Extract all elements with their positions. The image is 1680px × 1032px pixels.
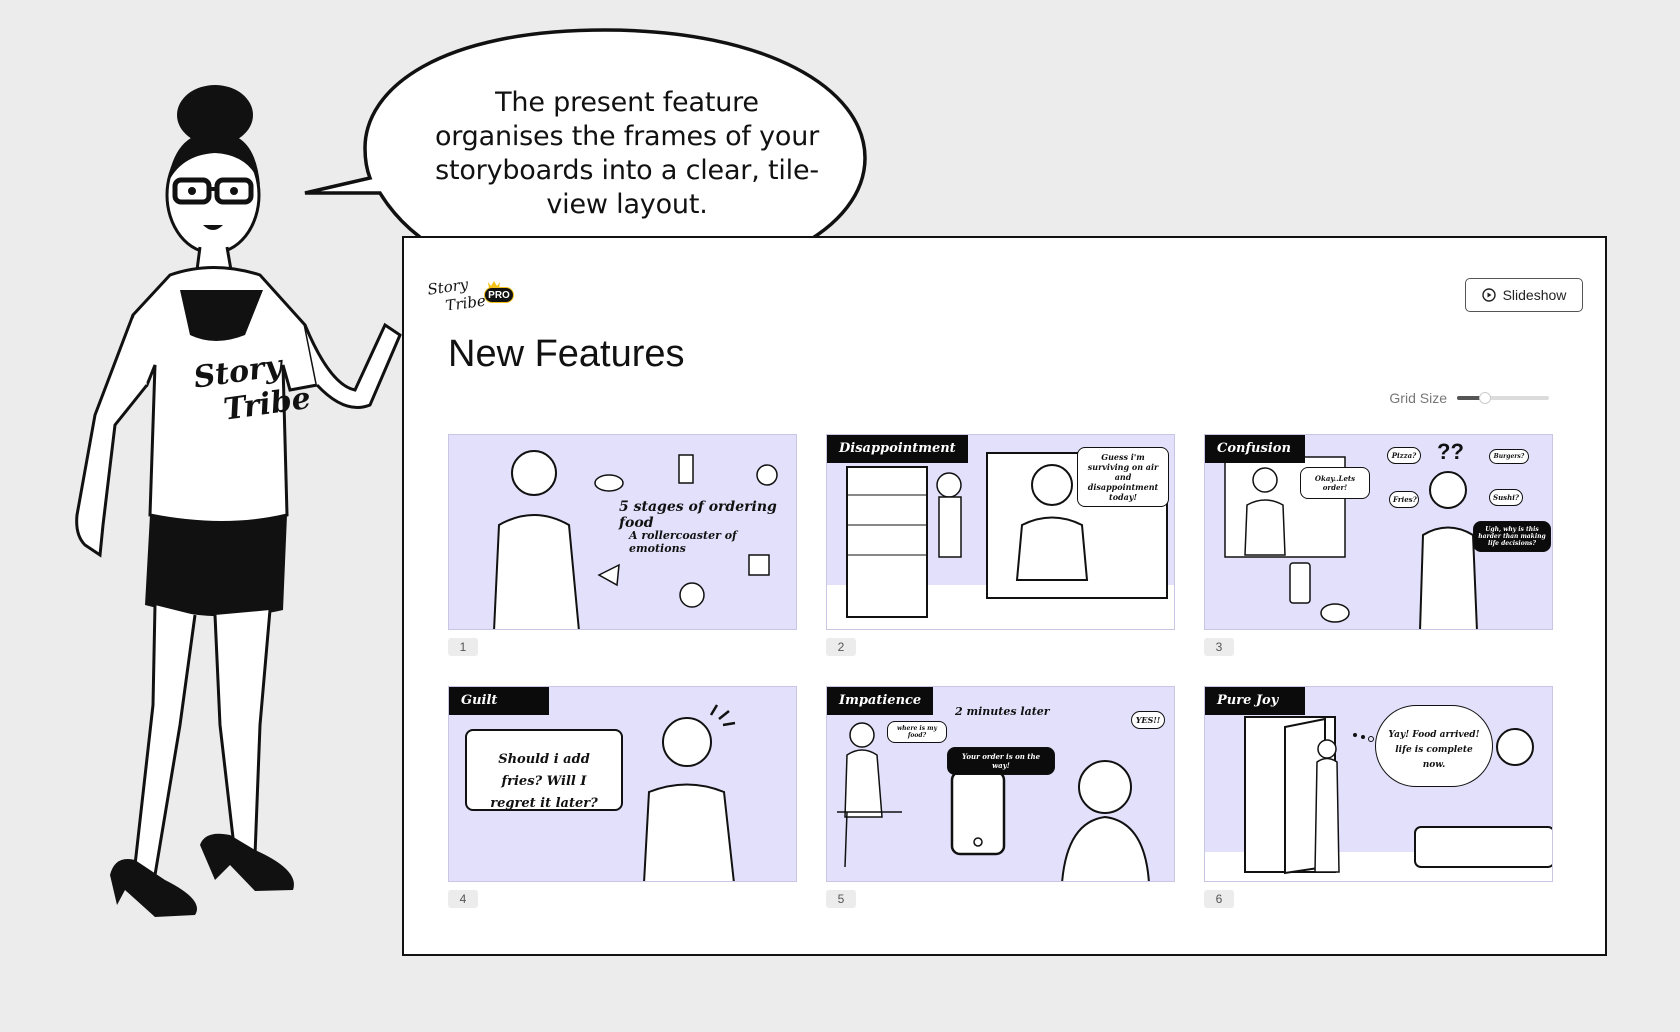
frame-title: 5 stages of ordering food bbox=[619, 499, 777, 531]
storytribe-character-illustration: Story Tribe bbox=[75, 85, 402, 917]
play-circle-icon bbox=[1481, 288, 1496, 302]
slideshow-label: Slideshow bbox=[1502, 287, 1567, 303]
frame-tag: Pure Joy bbox=[1205, 687, 1305, 715]
frame-speech: Okay..Lets order! bbox=[1300, 467, 1370, 499]
frame-number: 2 bbox=[826, 638, 856, 656]
frame-tag: Confusion bbox=[1205, 435, 1305, 463]
thought-bubble: Fries? bbox=[1389, 491, 1419, 508]
grid-size-label: Grid Size bbox=[1389, 390, 1447, 406]
grid-size-slider-thumb[interactable] bbox=[1478, 392, 1491, 404]
grid-size-slider[interactable] bbox=[1457, 392, 1549, 404]
frame-tag: Impatience bbox=[827, 687, 934, 715]
frame-number: 5 bbox=[826, 890, 856, 908]
frame-tag: Guilt bbox=[449, 687, 549, 715]
app-window: Story Tribe Slideshow New Features Grid … bbox=[402, 236, 1607, 956]
frame-speech: Should i add fries? Will I regret it lat… bbox=[465, 729, 623, 811]
frame-tag: Disappointment bbox=[827, 435, 968, 463]
thought-bubble: Pizza? bbox=[1387, 447, 1421, 464]
frame-number: 1 bbox=[448, 638, 478, 656]
frame-card-3[interactable]: ?? Confusion Okay..Lets order! Pizza? Bu… bbox=[1204, 434, 1553, 656]
logo-line2: Tribe bbox=[444, 292, 487, 310]
frame-card-6[interactable]: Pure Joy Yay! Food arrived! life is comp… bbox=[1204, 686, 1553, 908]
frame-card-5[interactable]: Impatience 2 minutes later where is my f… bbox=[826, 686, 1175, 908]
speech-bubble-text: The present feature organises the frames… bbox=[434, 87, 820, 220]
pro-badge: PRO bbox=[484, 287, 514, 303]
grid-size-slider-fill bbox=[1457, 396, 1485, 400]
frame-number: 3 bbox=[1204, 638, 1234, 656]
frame-speech: Guess i'm surviving on air and disappoin… bbox=[1077, 447, 1169, 507]
frame-card-2[interactable]: Disappointment Guess i'm surviving on ai… bbox=[826, 434, 1175, 656]
frame-number: 6 bbox=[1204, 890, 1234, 908]
frame-thumbnail: Pure Joy Yay! Food arrived! life is comp… bbox=[1204, 686, 1553, 882]
frame-thumbnail: Impatience 2 minutes later where is my f… bbox=[826, 686, 1175, 882]
frame-thumbnail: 5 stages of ordering food A rollercoaste… bbox=[448, 434, 797, 630]
frame-thumbnail: Disappointment Guess i'm surviving on ai… bbox=[826, 434, 1175, 630]
frame-exclaim: YES!! bbox=[1131, 711, 1165, 729]
logo-line1: Story bbox=[428, 276, 470, 299]
frame-thumbnail: Guilt Should i add fries? Will I regret … bbox=[448, 686, 797, 882]
frame-card-4[interactable]: Guilt Should i add fries? Will I regret … bbox=[448, 686, 797, 908]
page-title: New Features bbox=[448, 333, 685, 375]
frame-thumbnail: ?? Confusion Okay..Lets order! Pizza? Bu… bbox=[1204, 434, 1553, 630]
frame-card-1[interactable]: 5 stages of ordering food A rollercoaste… bbox=[448, 434, 797, 656]
slideshow-button[interactable]: Slideshow bbox=[1465, 278, 1583, 312]
svg-text:??: ?? bbox=[1437, 439, 1464, 464]
frame-dark-speech: Your order is on the way! bbox=[947, 747, 1055, 775]
thought-bubble: Burgers? bbox=[1489, 449, 1529, 464]
frame-number: 4 bbox=[448, 890, 478, 908]
frame-speech: where is my food? bbox=[887, 721, 947, 743]
frame-caption: 2 minutes later bbox=[955, 705, 1050, 718]
frame-dark-speech: Ugh, why is this harder than making life… bbox=[1473, 521, 1551, 552]
thought-bubble: Sushi? bbox=[1489, 489, 1523, 506]
frame-speech: Yay! Food arrived! life is complete now. bbox=[1375, 705, 1493, 787]
grid-size-control: Grid Size bbox=[1389, 390, 1549, 406]
frame-subtitle: A rollercoaster of emotions bbox=[629, 529, 737, 555]
